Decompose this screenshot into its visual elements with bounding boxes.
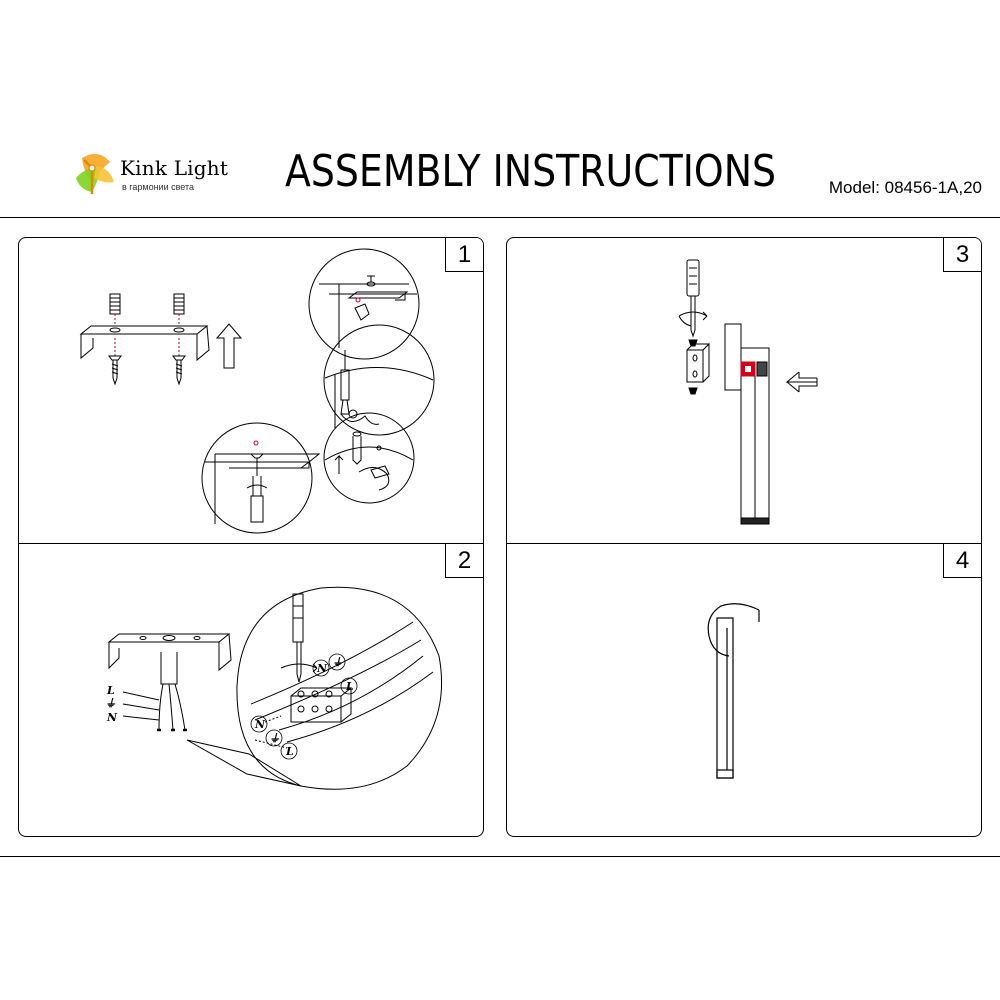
mounting-bracket-icon (79, 325, 210, 362)
step-3-number: 3 (943, 238, 981, 272)
right-panel: 3 (506, 237, 982, 837)
kink-light-logo-icon (76, 153, 114, 194)
detail-terminal-block-icon (186, 586, 442, 790)
screw-icon (688, 339, 698, 395)
detail-screwdriver-icon (201, 422, 321, 534)
step-1: 1 (19, 238, 483, 543)
instructions-frame: 1 (0, 217, 1000, 857)
step-1-illustration (79, 248, 435, 534)
wire-label-n: N (106, 711, 118, 724)
header: Kink Light в гармонии света ASSEMBLY INS… (0, 0, 1000, 215)
terminal-label-l-right: L (345, 680, 354, 693)
detail-drill-icon (323, 324, 435, 436)
terminal-label-earth-right: ⏚ (332, 656, 343, 669)
left-panel: 1 (18, 237, 484, 837)
terminal-label-l-left: L (285, 745, 294, 758)
step-4-illustration (707, 603, 760, 779)
step-2-illustration: L ⏚ N (105, 586, 442, 790)
wall-lamp-icon (724, 323, 770, 525)
step-2: 2 L ⏚ N (19, 543, 483, 836)
page-title: ASSEMBLY INSTRUCTIONS (285, 146, 777, 197)
detail-plug-insert-icon (323, 412, 415, 504)
wall-plug-icon (109, 293, 185, 315)
screwdriver-icon (678, 259, 708, 338)
mounting-bracket-side-icon (686, 342, 710, 383)
arrow-left-icon (785, 371, 818, 393)
terminal-labels (250, 653, 358, 760)
step-3-illustration (678, 259, 818, 525)
bracket-with-wires-icon (107, 633, 232, 732)
installed-lamp-icon (707, 603, 760, 779)
terminal-label-earth-left: ⏚ (269, 732, 280, 745)
terminal-label-n-right: N (316, 662, 328, 675)
wire-label-earth: ⏚ (105, 697, 116, 710)
step-1-number: 1 (445, 238, 483, 272)
terminal-label-n-left: N (254, 718, 266, 731)
step-2-number: 2 (445, 544, 483, 578)
step-3: 3 (507, 238, 981, 543)
step-4-number: 4 (943, 544, 981, 578)
arrow-up-icon (215, 323, 243, 369)
model-number: Model: 08456-1A,20 (828, 178, 982, 197)
brand-tagline: в гармонии света (122, 182, 195, 192)
wire-label-l: L (106, 684, 115, 697)
screw-icon (108, 355, 186, 386)
brand-logo: Kink Light в гармонии света (70, 148, 240, 198)
step-4: 4 (507, 543, 981, 836)
brand-name: Kink Light (120, 156, 229, 180)
detail-bracket-wall-icon (308, 248, 420, 360)
